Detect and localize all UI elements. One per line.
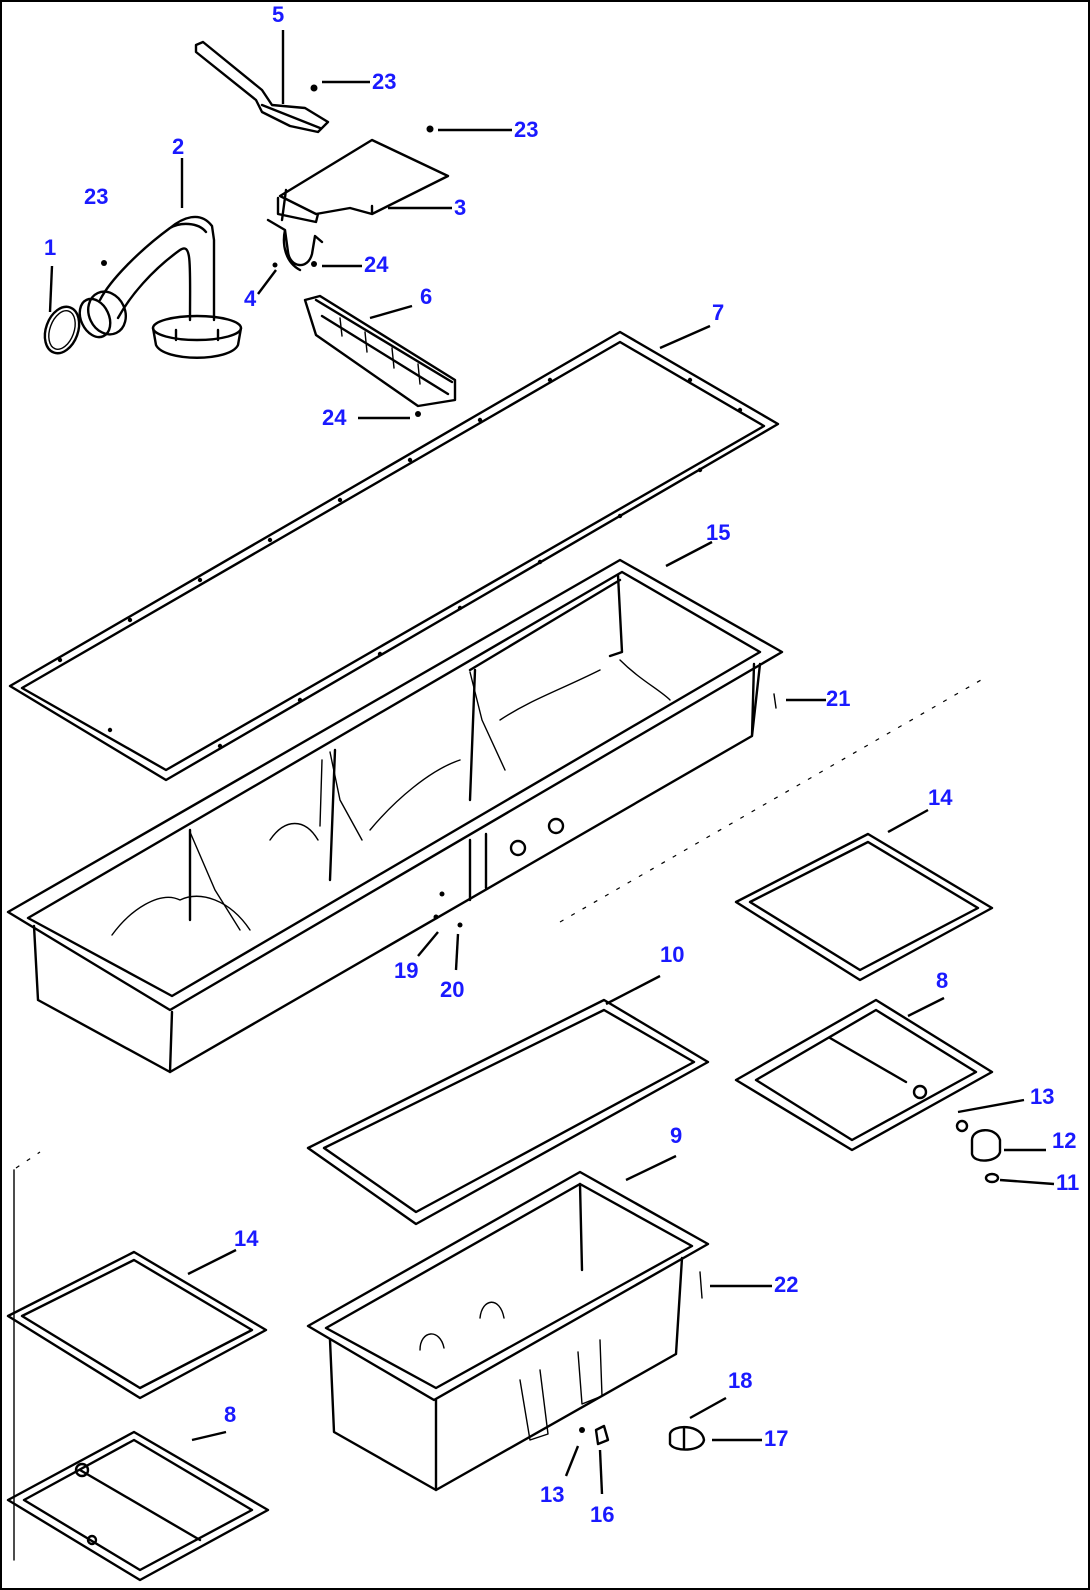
callout-24: 24 [322,405,347,430]
plug-part-16 [594,1424,610,1446]
gasket-part-14-right [734,832,994,982]
plug-part-12 [970,1129,1002,1162]
alignment-dash-a [559,675,989,923]
callout-3: 3 [454,195,466,220]
callout-18: 18 [728,1368,752,1393]
gasket-7-holes [57,377,743,749]
o-ring-part-1 [43,305,81,355]
bolt-23-b [426,125,434,133]
cover-plate-8-boss-left [86,1534,98,1546]
gasket-part-7 [8,330,780,782]
callout-8: 8 [936,968,948,993]
callout-7: 7 [712,300,724,325]
callout-14: 14 [234,1226,259,1251]
bolt-19 [433,914,439,920]
callout-4: 4 [244,286,257,311]
washer-part-11 [984,1172,1000,1184]
cover-plate-part-8-right [734,998,994,1152]
callout-6: 6 [420,284,432,309]
callout-10: 10 [660,942,684,967]
callout-5: 5 [272,2,284,27]
callout-11: 11 [1056,1170,1079,1195]
washer-20 [457,922,463,928]
callout-1: 1 [44,235,56,260]
callout-12: 12 [1052,1128,1076,1153]
pipe-end [78,297,112,339]
strainer-ribs [339,317,421,385]
cover-plate-8-drain [912,1084,928,1100]
cover-plate-part-8-left [6,1430,270,1582]
callout-23: 23 [84,184,108,209]
callout-16: 16 [590,1502,614,1527]
callout-21: 21 [826,686,850,711]
pipe-flange [151,326,243,359]
bolt-22 [699,1271,703,1299]
washer-24-a [311,261,317,267]
plug-part-17 [668,1426,706,1451]
upper-oil-pan-part-15 [6,558,784,1012]
cover-lip-part-3 [276,196,320,224]
strainer-part-6 [303,294,457,408]
callout-20: 20 [440,977,464,1002]
callout-23: 23 [372,69,396,94]
clamp-part-4 [266,218,324,272]
upper-pan-inner-back [188,573,624,922]
callout-22: 22 [774,1272,798,1297]
bracket-part-5 [194,40,330,134]
callout-leaders [48,30,1055,1495]
gasket-part-14-left [6,1250,268,1400]
callout-13: 13 [540,1482,564,1507]
pipe-flange-top [151,314,243,342]
suction-pipe-part-2 [98,215,216,322]
callout-19: 19 [394,958,418,983]
callout-14: 14 [928,785,953,810]
callout-24: 24 [364,252,389,277]
seal-13-bottom [579,1427,585,1433]
callout-17: 17 [764,1426,788,1451]
o-ring-inner [48,310,76,350]
alignment-dash-b [15,1151,41,1169]
callout-13: 13 [1030,1084,1054,1109]
upper-pan-walls [32,662,762,1074]
upper-pan-plug [439,891,445,897]
callout-2: 2 [172,134,184,159]
seal-13-right [955,1119,969,1133]
callout-15: 15 [706,520,730,545]
lower-pan-walls [328,1182,684,1492]
bolt-21 [773,693,777,709]
gasket-part-10 [306,998,710,1226]
upper-pan-port-a [509,839,527,857]
bolt-23-a [310,84,318,92]
upper-pan-divider [468,832,488,902]
upper-pan-port-b [547,817,565,835]
pipe-end-collar [87,290,127,336]
lower-oil-pan-part-9 [306,1170,710,1402]
callout-9: 9 [670,1123,682,1148]
upper-pan-bosses [111,659,671,936]
callout-8: 8 [224,1402,236,1427]
bolt-4 [272,262,278,268]
upper-pan-bulkheads [189,671,506,931]
callout-23: 23 [514,117,538,142]
washer-24-b [415,411,421,417]
cover-plate-8-drain-left [74,1462,90,1478]
lower-pan-internal [419,1301,603,1441]
bolt-23-c [101,260,107,266]
callout-labels: 5 23 23 2 3 23 1 24 4 6 7 24 15 21 14 19… [44,2,1079,1527]
